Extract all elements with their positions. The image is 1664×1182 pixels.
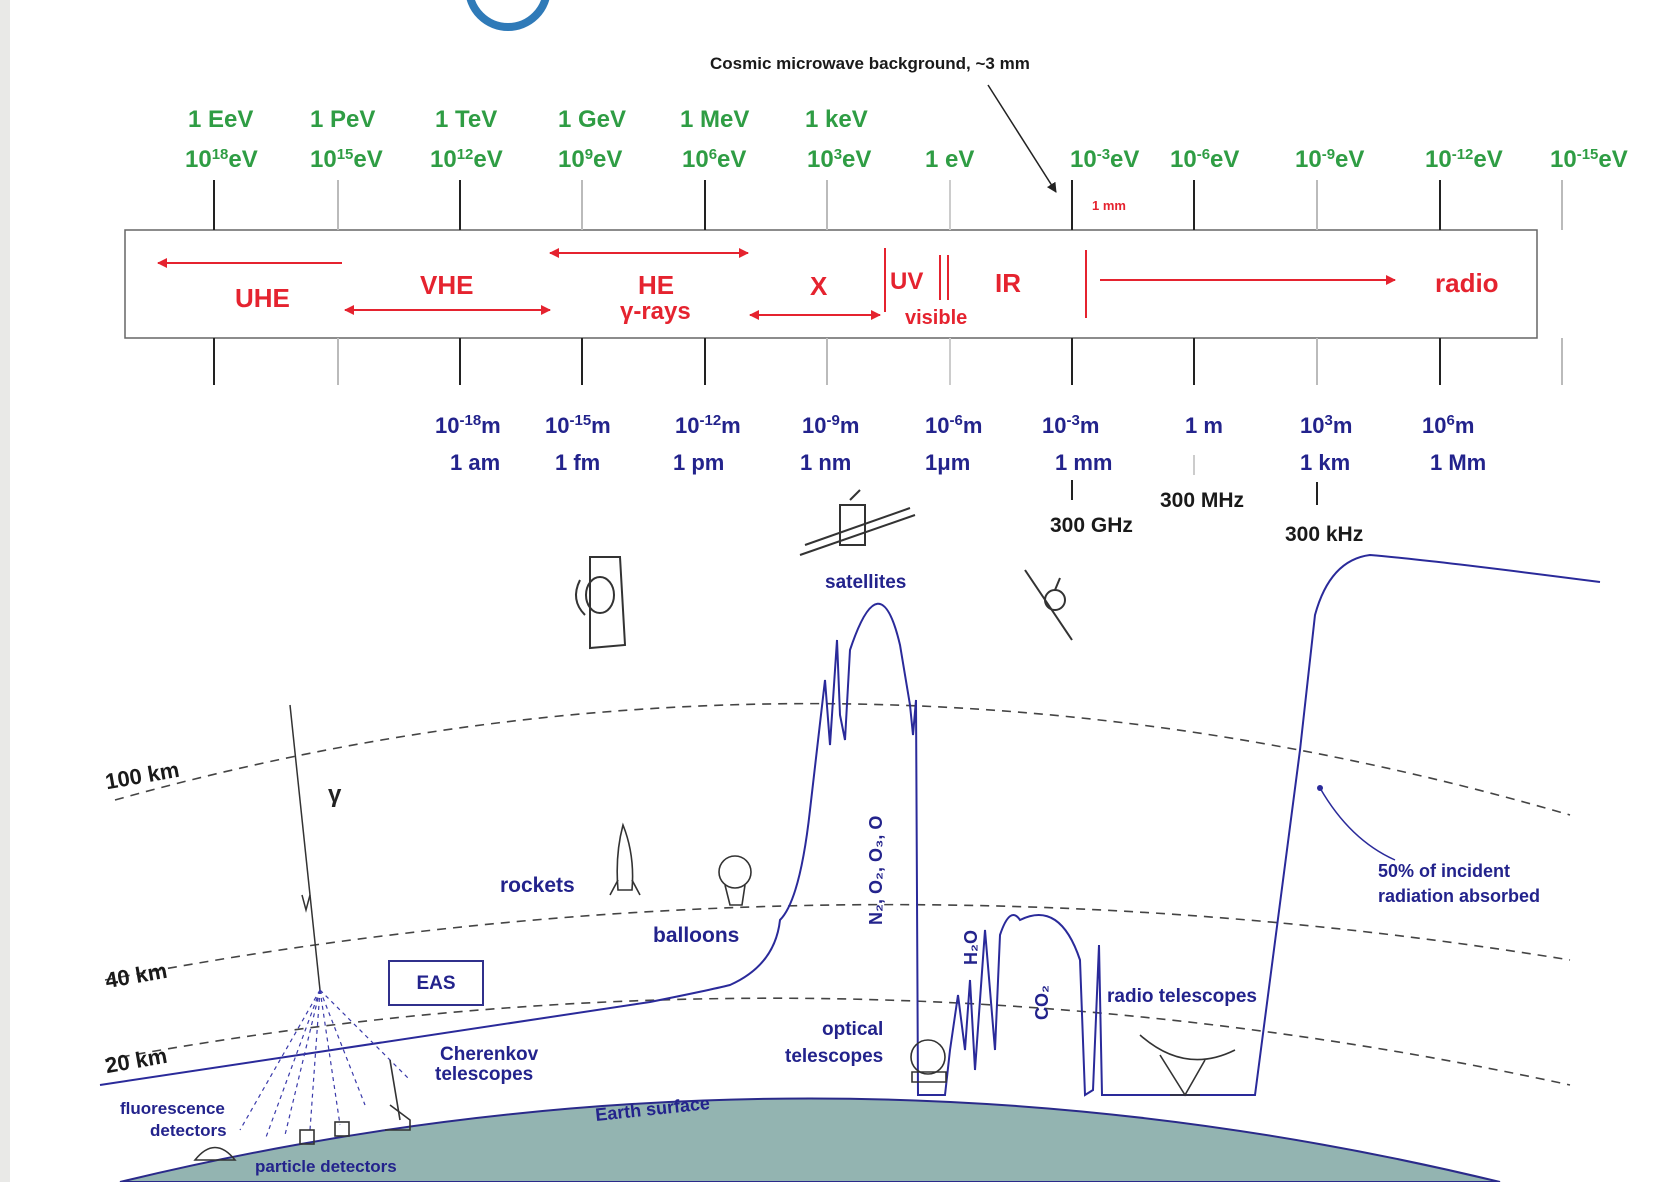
energy-value: 10-12eV	[1425, 146, 1503, 173]
satellites-label: satellites	[825, 572, 907, 593]
co2-label: CO₂	[1032, 985, 1052, 1020]
energy-value: 1018eV	[185, 146, 258, 173]
absorbed-label: 50% of incident	[1378, 861, 1511, 881]
fluorescence-label: fluorescence	[120, 1099, 225, 1118]
wavelength-name: 1 fm	[555, 450, 601, 475]
earth-surface	[119, 1097, 1501, 1182]
wavelength-ticks	[213, 338, 1563, 505]
band-radio: radio	[1435, 268, 1499, 298]
gamma-ray-line	[289, 704, 321, 991]
energy-value: 10-6eV	[1170, 146, 1240, 173]
molecules-label: N₂, O₂, O₃, O	[866, 815, 886, 925]
gamma-label: γ	[328, 781, 342, 808]
band-he: HE	[638, 270, 675, 300]
cherenkov-telescope-icon	[385, 1059, 411, 1131]
band-arrows	[157, 248, 1396, 320]
band-x: X	[810, 271, 828, 301]
wavelength-name: 1μm	[925, 450, 971, 475]
band-vhe: VHE	[420, 270, 474, 300]
cherenkov-label-2: telescopes	[435, 1064, 534, 1085]
band-gamma-rays: γ-rays	[620, 298, 691, 325]
optical-label: optical	[822, 1019, 884, 1040]
wavelength-value: 10-18m	[435, 412, 501, 438]
rocket-icon	[609, 822, 641, 896]
energy-top-label: 1 MeV	[680, 106, 750, 133]
wavelength-value: 1 m	[1185, 413, 1223, 438]
energy-value: 103eV	[807, 146, 872, 173]
energy-value: 106eV	[682, 146, 747, 173]
band-uhe: UHE	[235, 283, 290, 313]
particle-detectors-label: particle detectors	[255, 1157, 397, 1176]
balloon-icon	[718, 855, 752, 906]
energy-value: 1015eV	[310, 146, 383, 173]
h2o-label: H₂O	[961, 930, 981, 965]
eas-box: EAS	[388, 960, 484, 1006]
wavelength-name: 1 am	[450, 450, 501, 475]
freq-300-khz: 300 kHz	[1285, 523, 1364, 546]
eas-label: EAS	[416, 972, 456, 994]
wavelength-value: 10-3m	[1042, 412, 1100, 438]
one-mm-marker: 1 mm	[1092, 198, 1126, 213]
satellite-icon-3	[1024, 569, 1073, 641]
energy-value: 10-15eV	[1550, 146, 1628, 173]
air-shower	[239, 989, 411, 1141]
wavelength-name: 1 mm	[1055, 450, 1113, 475]
energy-top-label: 1 keV	[805, 106, 868, 133]
wavelength-name: 1 Mm	[1430, 450, 1487, 475]
energy-value: 1 eV	[925, 146, 975, 173]
wavelength-value: 10-6m	[925, 412, 983, 438]
freq-300-ghz: 300 GHz	[1050, 514, 1133, 537]
wavelength-name: 1 nm	[800, 450, 852, 475]
balloons-label: balloons	[653, 924, 740, 947]
energy-value: 10-9eV	[1295, 146, 1365, 173]
fluorescence-dome-icon	[193, 1146, 237, 1161]
wavelength-value: 10-12m	[675, 412, 741, 438]
rockets-label: rockets	[500, 874, 575, 897]
wavelength-name: 1 km	[1300, 450, 1351, 475]
energy-value: 1012eV	[430, 146, 503, 173]
diagram-page: Cosmic microwave background, ~3 mm 1 EeV…	[10, 0, 1664, 1182]
particle-detector-icon	[299, 1121, 350, 1145]
energy-ticks	[213, 180, 1563, 230]
energy-top-label: 1 PeV	[310, 106, 376, 133]
band-ir: IR	[995, 268, 1021, 298]
spectrum-band	[124, 229, 1538, 339]
absorbed-label-2: radiation absorbed	[1378, 886, 1541, 906]
wavelength-value: 10-9m	[802, 412, 860, 438]
diagram-graphics	[99, 84, 1601, 1182]
cmb-pointer	[987, 84, 1057, 193]
band-visible: visible	[905, 307, 968, 329]
wavelength-value: 103m	[1300, 412, 1353, 438]
energy-value: 109eV	[558, 146, 623, 173]
satellite-icon-2	[799, 489, 916, 556]
cherenkov-label: Cherenkov	[440, 1044, 539, 1065]
optical-label-2: telescopes	[785, 1046, 884, 1067]
freq-300-mhz: 300 MHz	[1160, 489, 1245, 512]
energy-top-label: 1 TeV	[435, 106, 498, 133]
radio-dish-icon	[1139, 1034, 1236, 1097]
absorbed-pointer	[1319, 787, 1396, 861]
wavelength-name: 1 pm	[673, 450, 725, 475]
wavelength-value: 106m	[1422, 412, 1475, 438]
energy-top-label: 1 GeV	[558, 106, 627, 133]
cmb-note: Cosmic microwave background, ~3 mm	[710, 54, 1030, 73]
fluorescence-label-2: detectors	[150, 1121, 227, 1140]
satellite-icon-1	[575, 556, 627, 650]
absorption-curve	[99, 553, 1601, 1097]
energy-top-label: 1 EeV	[188, 106, 254, 133]
wavelength-value: 10-15m	[545, 412, 611, 438]
energy-value: 10-3eV	[1070, 146, 1140, 173]
radio-telescopes-label: radio telescopes	[1107, 986, 1257, 1007]
band-uv: UV	[890, 268, 924, 295]
optical-telescope-icon	[910, 1039, 947, 1083]
altitude-curves	[104, 702, 1571, 1086]
